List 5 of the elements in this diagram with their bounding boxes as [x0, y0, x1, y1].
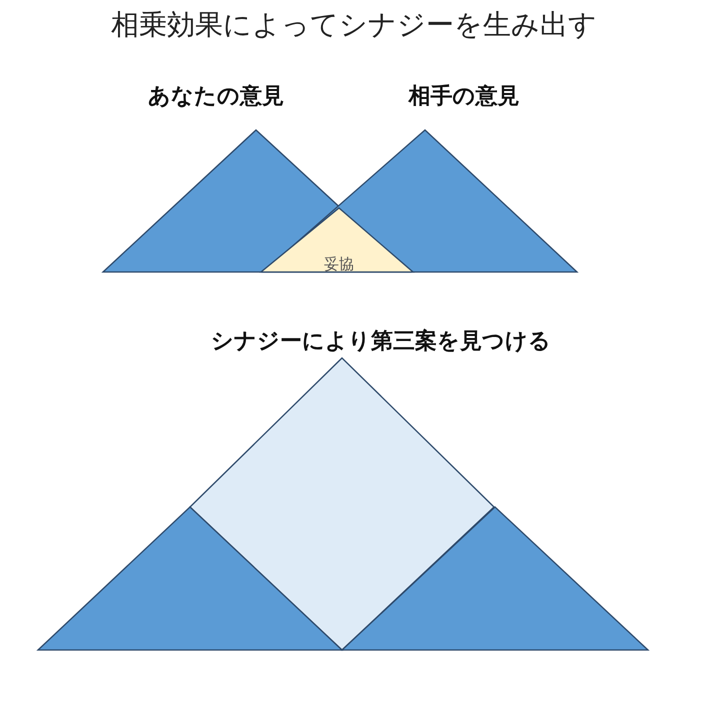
compromise-label: 妥協	[324, 254, 354, 274]
diagram-title: 相乗効果によってシナジーを生み出す	[110, 7, 598, 43]
opinion-heading: あなたの意見	[148, 83, 284, 111]
synergy-heading: シナジーにより第三案を見つける	[211, 328, 551, 356]
opinion-heading: 相手の意見	[408, 83, 520, 111]
